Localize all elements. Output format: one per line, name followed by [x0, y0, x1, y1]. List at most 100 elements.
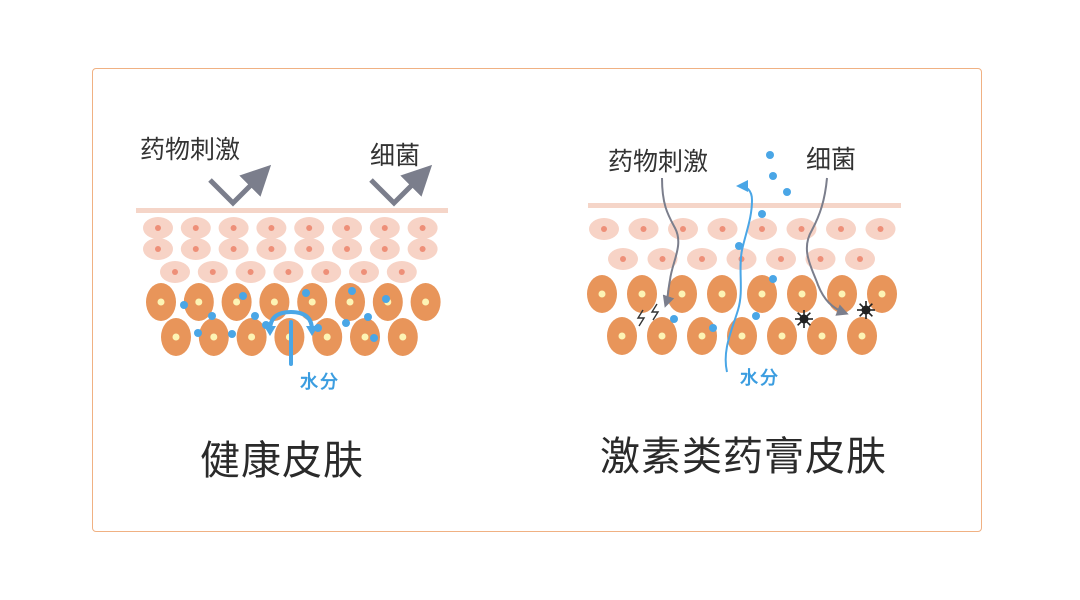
- water-dot: [766, 151, 774, 159]
- water-dot: [239, 292, 247, 300]
- pale-cell: [235, 261, 266, 283]
- pale-cell: [407, 217, 438, 239]
- deep-cell: [221, 283, 252, 321]
- damaged-deep-cells: [587, 275, 897, 355]
- healthy-water-arrowhead-right: [306, 326, 318, 336]
- deep-cell: [387, 318, 418, 356]
- diagram-frame: [92, 68, 982, 532]
- healthy-water-arrowhead-left: [264, 326, 276, 336]
- pale-cell: [332, 238, 362, 260]
- pale-cell: [143, 238, 173, 260]
- deep-cell: [647, 317, 677, 355]
- deep-cell: [198, 318, 229, 356]
- healthy-deep-cells: [146, 283, 441, 356]
- deep-cell: [767, 317, 797, 355]
- pale-cell: [608, 248, 638, 270]
- deep-cell: [607, 317, 637, 355]
- pale-cell: [369, 217, 400, 239]
- pale-cell: [311, 261, 342, 283]
- water-dot: [382, 295, 390, 303]
- deep-cell: [727, 317, 757, 355]
- pale-cell: [143, 217, 173, 239]
- irritation-spark-icon: [636, 303, 660, 327]
- deep-cell: [410, 283, 441, 321]
- deep-cell: [312, 318, 343, 356]
- pale-cell: [332, 217, 362, 239]
- deep-cell: [350, 318, 380, 356]
- water-dot: [670, 315, 678, 323]
- healthy-skin-title: 健康皮肤: [200, 438, 364, 484]
- damaged-surface-line: [588, 203, 901, 208]
- drug-blocked-arrow: [208, 164, 272, 207]
- pale-cell: [865, 218, 896, 240]
- deep-cell: [687, 317, 717, 355]
- pale-cell: [647, 248, 678, 270]
- water-dot: [364, 313, 372, 321]
- water-dot: [251, 312, 259, 320]
- water-dot: [302, 289, 310, 297]
- water-dot: [769, 275, 777, 283]
- deep-cell: [146, 283, 176, 321]
- bacteria-blocked-arrow: [369, 164, 433, 207]
- bacteria-icon: [857, 301, 875, 319]
- water-dot: [348, 287, 356, 295]
- pale-cell: [826, 218, 856, 240]
- damaged-water-dots: [670, 151, 791, 332]
- deep-cell: [183, 283, 214, 321]
- water-dot: [370, 334, 378, 342]
- pale-cell: [805, 248, 836, 270]
- deep-cell: [587, 275, 617, 313]
- deep-cell: [807, 317, 837, 355]
- water-dot: [342, 319, 350, 327]
- damaged-skin-panel: [587, 151, 901, 373]
- pale-cell: [256, 217, 287, 239]
- pale-cell: [294, 217, 325, 239]
- water-dot: [709, 324, 717, 332]
- pale-cell: [256, 238, 287, 260]
- pale-cell: [180, 238, 211, 260]
- healthy-bacteria-label: 细菌: [370, 141, 421, 170]
- damaged-drug-label: 药物刺激: [608, 147, 709, 176]
- healthy-drug-label: 药物刺激: [140, 135, 241, 164]
- pale-cell: [386, 261, 417, 283]
- deep-cell: [627, 275, 657, 313]
- pale-cell: [273, 261, 304, 283]
- pale-cell: [628, 218, 659, 240]
- pale-cell: [589, 218, 619, 240]
- water-escape-path: [724, 180, 754, 373]
- water-dot: [758, 210, 766, 218]
- water-dot: [735, 242, 743, 250]
- pale-cell: [197, 261, 228, 283]
- healthy-skin-panel: [136, 164, 448, 366]
- deep-cell: [335, 283, 365, 321]
- pale-cell: [369, 238, 400, 260]
- pale-cell: [407, 238, 438, 260]
- healthy-water-label: 水分: [300, 372, 340, 393]
- pale-cell: [687, 248, 717, 270]
- damaged-water-label: 水分: [740, 368, 780, 389]
- healthy-water-arrow: [268, 309, 314, 366]
- pale-cell: [747, 218, 777, 240]
- deep-cell: [667, 275, 697, 313]
- bacteria-icons: [795, 301, 875, 328]
- pale-cell: [766, 248, 796, 270]
- drug-penetration-path: [661, 177, 680, 308]
- water-dot: [180, 301, 188, 309]
- damaged-skin-title: 激素类药膏皮肤: [600, 434, 887, 480]
- deep-cell: [747, 275, 777, 313]
- pale-cell: [218, 238, 249, 260]
- deep-cell: [707, 275, 737, 313]
- water-dot: [194, 329, 202, 337]
- damaged-pale-cells: [589, 218, 896, 270]
- water-dot: [783, 188, 791, 196]
- pale-cell: [160, 261, 190, 283]
- pale-cell: [349, 261, 379, 283]
- healthy-pale-cells: [143, 217, 438, 283]
- water-dot: [769, 172, 777, 180]
- deep-cell: [867, 275, 897, 313]
- deep-cell: [161, 318, 191, 356]
- pale-cell: [218, 217, 249, 239]
- deep-cell: [827, 275, 857, 313]
- deep-cell: [787, 275, 817, 313]
